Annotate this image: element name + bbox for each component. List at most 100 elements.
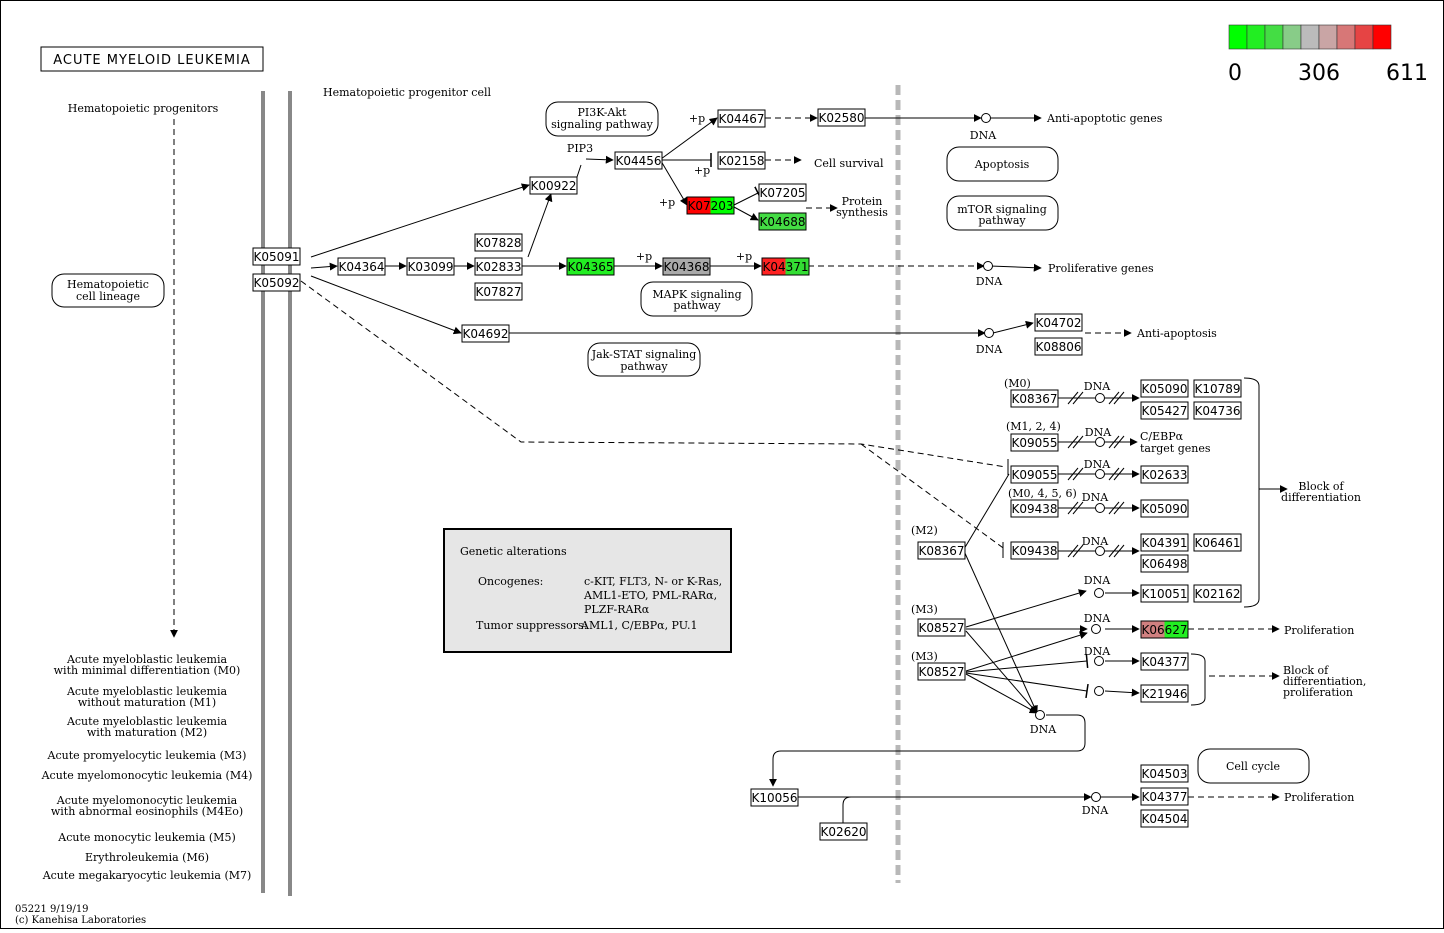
gene-box[interactable] xyxy=(566,257,615,276)
gene-K10056[interactable]: K10056 xyxy=(750,788,799,807)
gene-K02620[interactable]: K02620 xyxy=(819,822,868,841)
gene-box[interactable] xyxy=(1010,541,1059,560)
gene-box[interactable] xyxy=(758,183,807,202)
gene-K05092[interactable]: K05092 xyxy=(252,273,301,292)
gene-K02158[interactable]: K02158 xyxy=(717,151,766,170)
gene-K08527a[interactable]: K08527 xyxy=(917,618,966,637)
gene-box[interactable] xyxy=(1140,554,1189,573)
gene-box[interactable] xyxy=(529,176,578,195)
gene-K05090b[interactable]: K05090 xyxy=(1140,499,1189,518)
gene-K09438a[interactable]: K09438 xyxy=(1010,499,1059,518)
gene-K09055b[interactable]: K09055 xyxy=(1010,465,1059,484)
gene-box[interactable] xyxy=(1193,533,1242,552)
gene-box[interactable] xyxy=(1140,684,1189,703)
gene-K06627[interactable]: K06627 xyxy=(1140,620,1189,639)
gene-K05090a[interactable]: K05090 xyxy=(1140,379,1189,398)
pathway-apoptosis[interactable] xyxy=(946,146,1059,182)
gene-K04736[interactable]: K04736 xyxy=(1193,401,1242,420)
gene-box[interactable] xyxy=(917,541,966,560)
gene-box[interactable] xyxy=(1140,809,1189,828)
gene-K05091[interactable]: K05091 xyxy=(252,247,301,266)
gene-K07203[interactable]: K07203 xyxy=(686,196,735,215)
gene-box[interactable] xyxy=(1010,389,1059,408)
gene-K08527b[interactable]: K08527 xyxy=(917,662,966,681)
gene-K04688[interactable]: K04688 xyxy=(758,212,807,231)
pathway-mapk[interactable] xyxy=(640,281,753,317)
pathway-jak-stat[interactable] xyxy=(587,342,701,377)
gene-K06498[interactable]: K06498 xyxy=(1140,554,1189,573)
gene-K02833[interactable]: K02833 xyxy=(474,257,523,276)
gene-K02580[interactable]: K02580 xyxy=(817,108,866,127)
gene-box[interactable] xyxy=(758,212,807,231)
gene-K04391[interactable]: K04391 xyxy=(1140,533,1189,552)
gene-K10051[interactable]: K10051 xyxy=(1140,584,1189,603)
gene-K04368[interactable]: K04368 xyxy=(662,257,711,276)
gene-box[interactable] xyxy=(474,257,523,276)
gene-box[interactable] xyxy=(1193,584,1242,603)
gene-box[interactable] xyxy=(1140,620,1189,639)
gene-box[interactable] xyxy=(337,257,386,276)
gene-box[interactable] xyxy=(1010,433,1059,452)
gene-box[interactable] xyxy=(1034,337,1083,356)
gene-box[interactable] xyxy=(1140,533,1189,552)
gene-K04371[interactable]: K04371 xyxy=(761,257,810,276)
gene-box[interactable] xyxy=(1193,379,1242,398)
gene-box[interactable] xyxy=(1140,379,1189,398)
gene-box[interactable] xyxy=(406,257,455,276)
gene-box[interactable] xyxy=(662,257,711,276)
gene-K08367b[interactable]: K08367 xyxy=(917,541,966,560)
gene-K08367a[interactable]: K08367 xyxy=(1010,389,1059,408)
gene-K10789[interactable]: K10789 xyxy=(1193,379,1242,398)
gene-box[interactable] xyxy=(1193,401,1242,420)
pathway-mtor[interactable] xyxy=(946,195,1059,231)
gene-K04467[interactable]: K04467 xyxy=(717,109,766,128)
gene-box[interactable] xyxy=(917,618,966,637)
gene-K07827[interactable]: K07827 xyxy=(474,282,523,301)
gene-K04364[interactable]: K04364 xyxy=(337,257,386,276)
gene-K00922[interactable]: K00922 xyxy=(529,176,578,195)
gene-K07205[interactable]: K07205 xyxy=(758,183,807,202)
gene-K06461[interactable]: K06461 xyxy=(1193,533,1242,552)
gene-box[interactable] xyxy=(1140,787,1189,806)
gene-box[interactable] xyxy=(1010,499,1059,518)
pathway-pi3k-akt[interactable] xyxy=(545,101,659,137)
gene-K03099[interactable]: K03099 xyxy=(406,257,455,276)
gene-K08806[interactable]: K08806 xyxy=(1034,337,1083,356)
pathway-cell-cycle[interactable] xyxy=(1197,748,1310,784)
gene-K09055a[interactable]: K09055 xyxy=(1010,433,1059,452)
gene-box[interactable] xyxy=(1140,465,1189,484)
gene-K04503[interactable]: K04503 xyxy=(1140,764,1189,783)
gene-box[interactable] xyxy=(1034,313,1083,332)
gene-K04377a[interactable]: K04377 xyxy=(1140,652,1189,671)
gene-box[interactable] xyxy=(717,151,766,170)
gene-box[interactable] xyxy=(252,273,301,292)
gene-K04702[interactable]: K04702 xyxy=(1034,313,1083,332)
gene-box[interactable] xyxy=(474,282,523,301)
gene-K04377b[interactable]: K04377 xyxy=(1140,787,1189,806)
gene-box[interactable] xyxy=(474,233,523,252)
gene-box[interactable] xyxy=(717,109,766,128)
gene-box[interactable] xyxy=(614,151,663,170)
gene-K04504[interactable]: K04504 xyxy=(1140,809,1189,828)
gene-box[interactable] xyxy=(1140,764,1189,783)
gene-box[interactable] xyxy=(686,196,735,215)
gene-box[interactable] xyxy=(750,788,799,807)
gene-box[interactable] xyxy=(819,822,868,841)
gene-box[interactable] xyxy=(252,247,301,266)
gene-K07828[interactable]: K07828 xyxy=(474,233,523,252)
gene-box[interactable] xyxy=(1010,465,1059,484)
gene-box[interactable] xyxy=(817,108,866,127)
gene-box[interactable] xyxy=(1140,499,1189,518)
gene-K21946[interactable]: K21946 xyxy=(1140,684,1189,703)
gene-box[interactable] xyxy=(461,324,510,343)
gene-box[interactable] xyxy=(761,257,810,276)
gene-K04365[interactable]: K04365 xyxy=(566,257,615,276)
gene-K02162[interactable]: K02162 xyxy=(1193,584,1242,603)
gene-box[interactable] xyxy=(1140,401,1189,420)
gene-K04456[interactable]: K04456 xyxy=(614,151,663,170)
gene-K02633[interactable]: K02633 xyxy=(1140,465,1189,484)
gene-box[interactable] xyxy=(917,662,966,681)
pathway-hemato-lineage[interactable] xyxy=(51,273,165,308)
gene-K05427[interactable]: K05427 xyxy=(1140,401,1189,420)
gene-box[interactable] xyxy=(1140,652,1189,671)
